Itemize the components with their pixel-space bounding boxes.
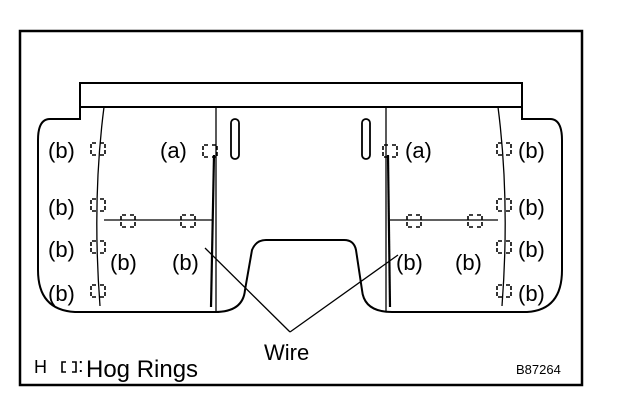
figure-frame [18,29,584,387]
legend-hog-ring-icon [61,361,77,373]
hog-ring-right-b1 [496,142,512,156]
right-vertical-wire [386,154,392,308]
left-slot [230,118,240,160]
wire-leader-right [289,254,399,333]
label-b-left-1: (b) [48,138,75,163]
hog-ring-right-b2 [496,198,512,212]
label-b-left-2: (b) [48,195,75,220]
hog-ring-right-b5 [406,214,422,228]
left-vertical-wire [209,154,216,308]
hog-ring-right-a [382,144,398,158]
label-b-left-4: (b) [48,281,75,306]
figure-code: B87264 [516,362,561,377]
hog-ring-right-b6 [467,214,483,228]
label-b-right-4: (b) [518,281,545,306]
wire-label: Wire [264,340,309,365]
hog-ring-left-b5 [120,214,136,228]
legend-colon: : [78,355,84,377]
seat-top-bar [79,82,523,108]
hog-ring-left-b3 [90,240,106,254]
hog-ring-right-b3 [496,240,512,254]
right-outer-seam [497,106,506,307]
label-a-left: (a) [160,138,187,163]
hog-ring-left-a [202,144,218,158]
wire-leader-left [204,247,291,333]
hog-ring-left-b1 [90,142,106,156]
label-b-right-2: (b) [518,195,545,220]
hog-ring-left-b4 [90,284,106,298]
label-b-left-3: (b) [48,237,75,262]
label-b-left-5: (b) [110,250,137,275]
label-b-right-6: (b) [455,250,482,275]
hog-rings [90,142,512,298]
label-a-right: (a) [405,138,432,163]
label-b-right-5: (b) [396,250,423,275]
hog-ring-left-b6 [180,214,196,228]
label-b-left-6: (b) [172,250,199,275]
seat-outline [37,107,563,313]
hog-ring-right-b4 [496,284,512,298]
hog-ring-left-b2 [90,198,106,212]
label-b-right-3: (b) [518,237,545,262]
legend-text: Hog Rings [86,356,198,383]
label-b-right-1: (b) [518,138,545,163]
right-slot [361,118,371,160]
legend-key: H [34,357,47,377]
left-outer-seam [96,106,105,307]
